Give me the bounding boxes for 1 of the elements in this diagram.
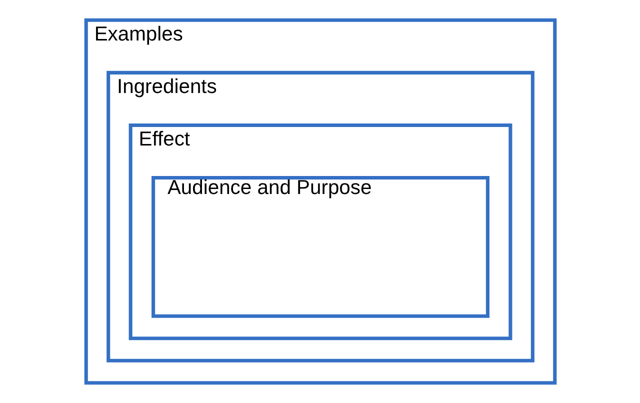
node-box: Audience and Purpose: [151, 176, 489, 318]
